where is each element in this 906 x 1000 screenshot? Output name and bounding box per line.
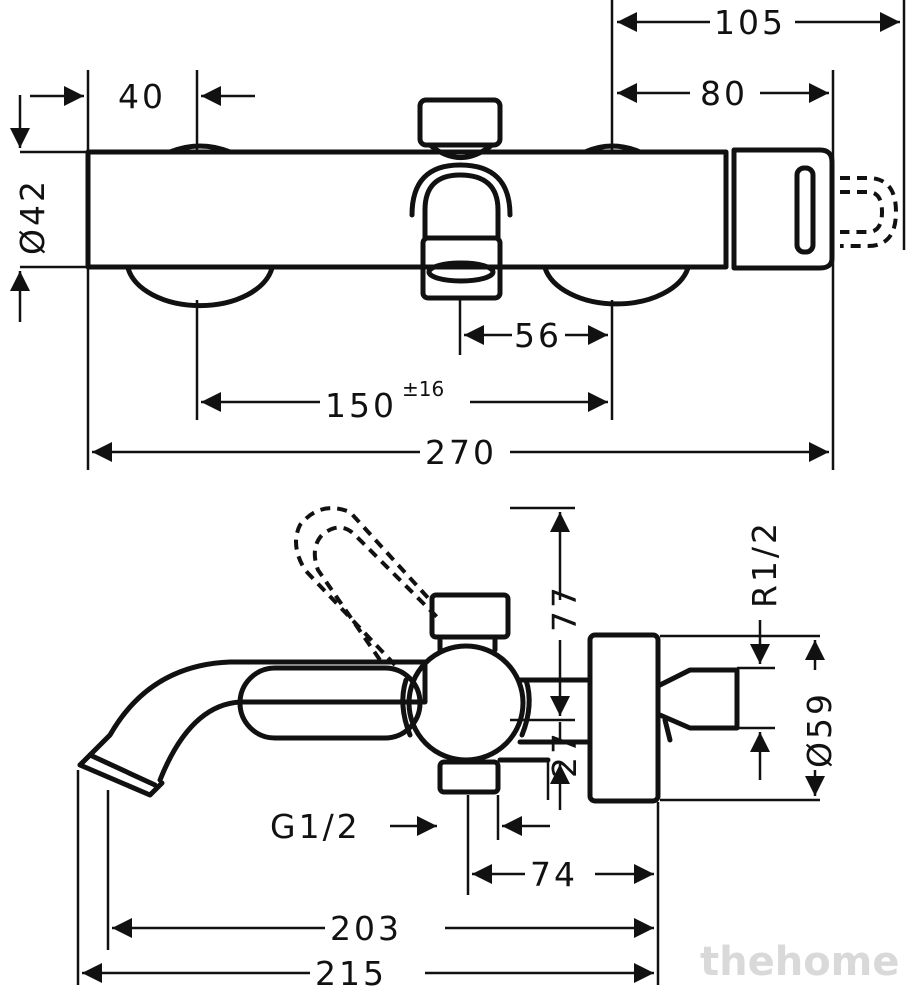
dim-150: 150 bbox=[325, 386, 397, 425]
handle-cap-top bbox=[731, 147, 835, 271]
left-flange bbox=[125, 265, 275, 309]
spout-slot bbox=[237, 665, 423, 741]
diverter-knob-side bbox=[429, 592, 511, 640]
dim-215: 215 bbox=[315, 954, 387, 993]
dim-R1-2: R1/2 bbox=[745, 520, 784, 608]
dim-77: 77 bbox=[545, 584, 584, 632]
lever-dashed-top bbox=[840, 176, 899, 248]
watermark-logo: thehome bbox=[700, 939, 900, 985]
dim-dia-42: Ø42 bbox=[13, 178, 52, 255]
dim-270: 270 bbox=[425, 433, 497, 472]
lever-dashed-side bbox=[294, 506, 432, 667]
top-view: 105 80 40 Ø42 56 150 ±16 270 bbox=[9, 0, 906, 472]
dim-74: 74 bbox=[530, 855, 578, 894]
dim-dia-59: Ø59 bbox=[800, 691, 839, 768]
dim-203: 203 bbox=[330, 909, 402, 948]
right-flange bbox=[542, 265, 691, 307]
bottom-outlet bbox=[437, 759, 501, 795]
dim-150-tolerance: ±16 bbox=[402, 377, 444, 401]
spout-top bbox=[422, 172, 501, 241]
dim-G1-2: G1/2 bbox=[270, 807, 361, 846]
dim-40: 40 bbox=[118, 77, 166, 116]
dim-27: 27 bbox=[545, 730, 584, 778]
spout-outlet-top bbox=[420, 235, 503, 301]
diverter-knob-top bbox=[417, 97, 503, 148]
side-view: 77 27 R1/2 Ø59 G1/2 74 203 215 bbox=[76, 506, 839, 993]
eccentric-connector bbox=[657, 667, 740, 731]
dim-105: 105 bbox=[714, 3, 786, 42]
left-flange-top bbox=[167, 143, 233, 155]
spout-side bbox=[77, 659, 428, 783]
dim-56: 56 bbox=[514, 316, 562, 355]
mixer-body-top bbox=[85, 149, 729, 270]
dim-80: 80 bbox=[700, 74, 748, 113]
wall-connection bbox=[587, 632, 661, 804]
